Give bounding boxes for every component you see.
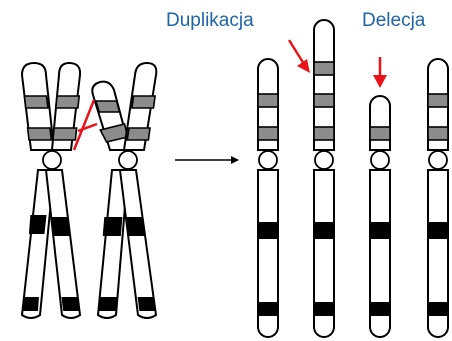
chromatid-upper-3 [92,82,130,150]
chromatid-lower-2 [46,170,80,318]
chromosome-normal-1 [258,59,278,337]
chromatid-upper-2 [52,63,80,150]
chromatid-upper-4 [124,63,156,150]
paired-chromosomes-before [22,63,156,318]
centromere-right [119,151,137,169]
centromere-left [43,151,61,169]
chromosome-normal-2 [428,59,448,337]
chromosome-deletion [370,96,390,337]
chromatid-upper-1 [22,63,54,150]
red-down-arrow-icon [289,40,310,73]
red-down-arrow-icon [373,57,387,88]
chromosome-duplication [314,20,334,337]
chromatid-lower-4 [120,170,156,318]
resulting-chromosomes [258,20,448,337]
